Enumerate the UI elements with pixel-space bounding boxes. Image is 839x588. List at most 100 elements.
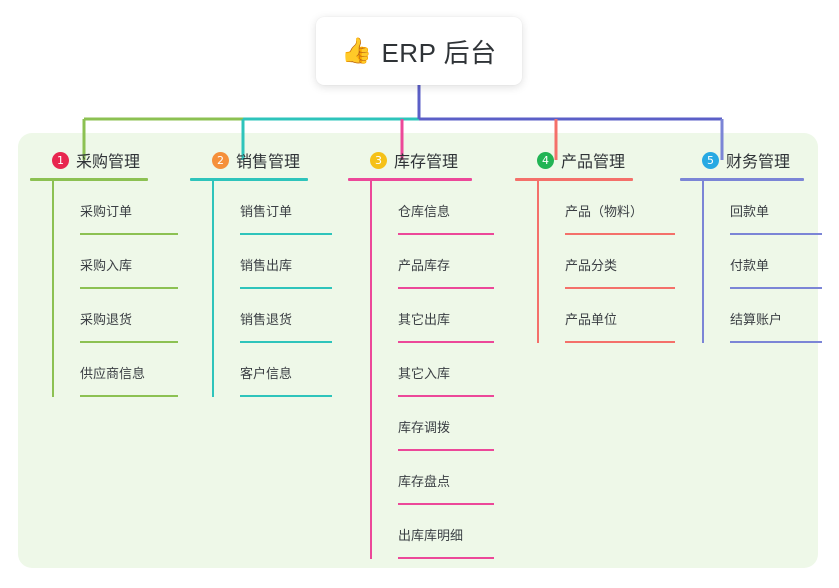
branch-item-list: 采购订单采购入库采购退货供应商信息 xyxy=(30,181,178,397)
leaf-item[interactable]: 回款单 xyxy=(708,181,822,235)
branch-item-list: 回款单付款单结算账户 xyxy=(680,181,822,343)
leaf-item-label: 付款单 xyxy=(730,258,770,273)
leaf-item-underline xyxy=(80,395,178,397)
leaf-item-label: 其它出库 xyxy=(398,312,451,327)
branch-column-1: 1 采购管理采购订单采购入库采购退货供应商信息 xyxy=(30,146,178,397)
branch-header-5[interactable]: 5 财务管理 xyxy=(680,146,804,174)
leaf-item-underline xyxy=(565,341,675,343)
branch-column-4: 4 产品管理产品（物料） 产品分类产品单位 xyxy=(515,146,675,343)
leaf-item[interactable]: 采购入库 xyxy=(58,235,178,289)
branch-spine xyxy=(52,181,54,397)
branch-column-2: 2 销售管理销售订单销售出库销售退货客户信息 xyxy=(190,146,332,397)
branch-header-label: 产品管理 xyxy=(561,154,626,171)
leaf-item-label: 采购入库 xyxy=(80,258,133,273)
leaf-item-label: 产品库存 xyxy=(398,258,451,273)
leaf-item[interactable]: 其它入库 xyxy=(376,343,494,397)
branch-header-underline xyxy=(680,178,804,181)
leaf-item[interactable]: 其它出库 xyxy=(376,289,494,343)
leaf-item-underline xyxy=(398,341,494,343)
leaf-item[interactable]: 产品单位 xyxy=(543,289,675,343)
leaf-item[interactable]: 库存调拨 xyxy=(376,397,494,451)
leaf-item-label: 库存调拨 xyxy=(398,420,451,435)
branch-header-label: 采购管理 xyxy=(76,154,141,171)
branch-number-badge: 5 xyxy=(702,151,719,169)
leaf-item-label: 产品单位 xyxy=(565,312,618,327)
leaf-item-underline xyxy=(398,233,494,235)
branch-column-3: 3 库存管理仓库信息产品库存其它出库其它入库库存调拨库存盘点出库库明细 xyxy=(348,146,494,559)
branch-header-label: 财务管理 xyxy=(726,154,791,171)
thumbs-up-icon: 👍 xyxy=(341,36,373,65)
leaf-item-underline xyxy=(398,503,494,505)
leaf-item[interactable]: 销售退货 xyxy=(218,289,332,343)
branch-header-underline xyxy=(348,178,472,181)
branch-header-label: 库存管理 xyxy=(394,154,459,171)
branch-number-badge: 3 xyxy=(370,151,387,169)
leaf-item-underline xyxy=(565,233,675,235)
leaf-item-label: 出库库明细 xyxy=(398,528,464,543)
leaf-item-label: 仓库信息 xyxy=(398,204,451,219)
branch-header-label: 销售管理 xyxy=(236,154,301,171)
leaf-item-label: 采购退货 xyxy=(80,312,133,327)
leaf-item[interactable]: 出库库明细 xyxy=(376,505,494,559)
leaf-item-label: 结算账户 xyxy=(730,312,783,327)
leaf-item[interactable]: 销售订单 xyxy=(218,181,332,235)
branch-header-1[interactable]: 1 采购管理 xyxy=(30,146,148,174)
root-title-card[interactable]: 👍 ERP 后台 xyxy=(316,17,522,85)
branch-number-badge: 1 xyxy=(52,151,69,169)
leaf-item-underline xyxy=(565,287,675,289)
leaf-item-label: 其它入库 xyxy=(398,366,451,381)
leaf-item-label: 库存盘点 xyxy=(398,474,451,489)
branch-column-5: 5 财务管理回款单付款单结算账户 xyxy=(680,146,822,343)
leaf-item-underline xyxy=(80,341,178,343)
branch-number-badge: 2 xyxy=(212,151,229,169)
leaf-item-underline xyxy=(730,233,822,235)
leaf-item-label: 客户信息 xyxy=(240,366,293,381)
leaf-item-underline xyxy=(398,557,494,559)
branch-spine xyxy=(702,181,704,343)
leaf-item-label: 采购订单 xyxy=(80,204,133,219)
branch-header-4[interactable]: 4 产品管理 xyxy=(515,146,633,174)
leaf-item-underline xyxy=(398,287,494,289)
leaf-item-underline xyxy=(730,341,822,343)
leaf-item[interactable]: 仓库信息 xyxy=(376,181,494,235)
leaf-item-underline xyxy=(730,287,822,289)
leaf-item[interactable]: 库存盘点 xyxy=(376,451,494,505)
leaf-item-label: 销售订单 xyxy=(240,204,293,219)
leaf-item-underline xyxy=(398,395,494,397)
leaf-item[interactable]: 产品库存 xyxy=(376,235,494,289)
branch-item-list: 仓库信息产品库存其它出库其它入库库存调拨库存盘点出库库明细 xyxy=(348,181,494,559)
branch-header-underline xyxy=(190,178,308,181)
leaf-item-label: 回款单 xyxy=(730,204,770,219)
leaf-item[interactable]: 产品分类 xyxy=(543,235,675,289)
branch-header-underline xyxy=(515,178,633,181)
page-title: ERP 后台 xyxy=(381,37,497,68)
leaf-item-underline xyxy=(80,287,178,289)
leaf-item[interactable]: 产品（物料） xyxy=(543,181,675,235)
branch-item-list: 产品（物料） 产品分类产品单位 xyxy=(515,181,675,343)
leaf-item[interactable]: 销售出库 xyxy=(218,235,332,289)
leaf-item-label: 产品（物料） xyxy=(565,204,644,219)
branch-header-underline xyxy=(30,178,148,181)
branch-header-3[interactable]: 3 库存管理 xyxy=(348,146,472,174)
branch-spine xyxy=(537,181,539,343)
leaf-item-underline xyxy=(240,341,332,343)
leaf-item-label: 销售出库 xyxy=(240,258,293,273)
leaf-item-underline xyxy=(398,449,494,451)
leaf-item[interactable]: 供应商信息 xyxy=(58,343,178,397)
branch-number-badge: 4 xyxy=(537,151,554,169)
leaf-item[interactable]: 付款单 xyxy=(708,235,822,289)
branch-spine xyxy=(212,181,214,397)
leaf-item[interactable]: 结算账户 xyxy=(708,289,822,343)
leaf-item-underline xyxy=(240,395,332,397)
leaf-item-underline xyxy=(80,233,178,235)
leaf-item-label: 销售退货 xyxy=(240,312,293,327)
leaf-item[interactable]: 采购退货 xyxy=(58,289,178,343)
branch-header-2[interactable]: 2 销售管理 xyxy=(190,146,308,174)
leaf-item[interactable]: 客户信息 xyxy=(218,343,332,397)
branches-panel xyxy=(18,133,818,568)
leaf-item-underline xyxy=(240,233,332,235)
leaf-item[interactable]: 采购订单 xyxy=(58,181,178,235)
branch-item-list: 销售订单销售出库销售退货客户信息 xyxy=(190,181,332,397)
leaf-item-label: 产品分类 xyxy=(565,258,618,273)
